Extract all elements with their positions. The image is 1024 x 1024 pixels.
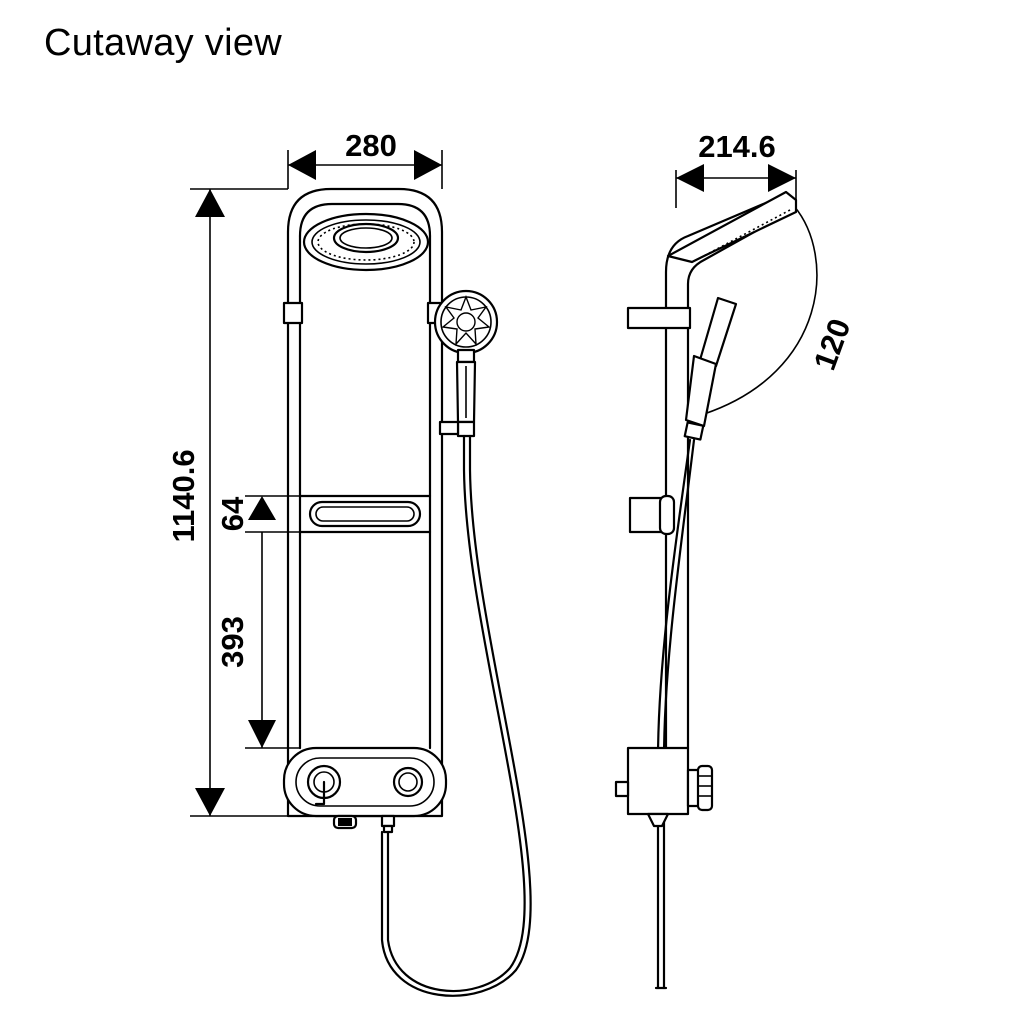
shower-hose [386, 434, 526, 993]
nozzle-pattern [441, 295, 491, 346]
hose-outlet [380, 814, 396, 834]
dimension-1140-6: 1140.6 [166, 188, 288, 817]
side-bracket-top [626, 306, 692, 330]
page-title: Cutaway view [44, 22, 283, 64]
dimension-393: 393 [215, 532, 300, 749]
side-bracket-middle [628, 494, 676, 536]
dimension-label-64: 64 [215, 496, 250, 531]
diverter-knob [392, 766, 424, 798]
side-view: 214.6 120 [614, 129, 858, 990]
dimension-label-393: 393 [215, 616, 250, 668]
dimension-label-1140-6: 1140.6 [166, 449, 201, 542]
side-rail [664, 194, 784, 750]
rain-shower-head [302, 212, 430, 272]
dimension-280: 280 [287, 128, 443, 189]
spray-arc [703, 205, 818, 415]
mount-clip-left [282, 301, 304, 325]
dimension-label-214-6: 214.6 [698, 129, 776, 164]
side-hand-shower [683, 296, 738, 441]
control-box [282, 746, 448, 818]
dimension-214-6: 214.6 [675, 129, 797, 208]
dimension-label-280: 280 [345, 128, 397, 163]
hand-shower-holder [438, 420, 460, 436]
panel-outline [286, 187, 444, 818]
dimension-label-120: 120 [807, 314, 858, 375]
shelf [298, 494, 432, 534]
front-view: 280 1140.6 64 393 [166, 128, 532, 997]
side-hose [656, 438, 692, 990]
inlet-connector [332, 814, 358, 830]
side-control-box [614, 746, 714, 828]
hand-shower [433, 289, 499, 438]
side-rain-head [666, 190, 798, 264]
thermostat-knob [306, 764, 342, 806]
dimension-64: 64 [215, 495, 300, 533]
